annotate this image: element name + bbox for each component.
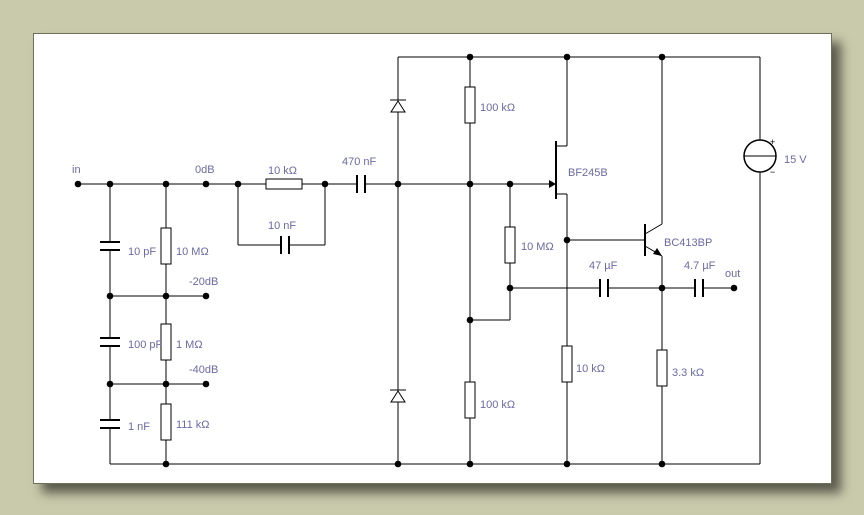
label-minus-40db: -40dB bbox=[189, 364, 218, 376]
label-minus-20db: -20dB bbox=[189, 276, 218, 288]
label-c-100pf: 100 pF bbox=[128, 339, 163, 351]
resistor-10k-source bbox=[561, 345, 573, 383]
resistor-1m bbox=[160, 323, 172, 361]
resistor-3k3 bbox=[656, 349, 668, 387]
labels: in 0dB -20dB -40dB out 10 kΩ 10 nF 470 n… bbox=[72, 102, 807, 433]
diode-top-icon bbox=[390, 99, 406, 113]
capacitor-100pf bbox=[100, 337, 120, 347]
label-0db: 0dB bbox=[195, 164, 215, 176]
label-r-10m-gate: 10 MΩ bbox=[521, 241, 554, 253]
resistor-10m-gate bbox=[504, 226, 516, 264]
resistor-input bbox=[265, 178, 303, 190]
label-r-111k: 111 kΩ bbox=[176, 419, 210, 431]
capacitor-4u7f bbox=[694, 279, 704, 297]
label-q2: BC413BP bbox=[664, 237, 712, 249]
junctions bbox=[74, 53, 738, 468]
diode-bottom-icon bbox=[390, 389, 406, 403]
label-q1: BF245B bbox=[568, 167, 608, 179]
resistor-100k-bottom bbox=[464, 381, 476, 419]
label-c-coupling: 470 nF bbox=[342, 156, 377, 168]
label-r-100k-bottom: 100 kΩ bbox=[480, 399, 515, 411]
label-supply-minus: − bbox=[770, 167, 775, 177]
capacitor-1nf bbox=[100, 419, 120, 429]
label-c-4u7f: 4.7 µF bbox=[684, 260, 716, 272]
label-r-10m-divider: 10 MΩ bbox=[176, 246, 209, 258]
label-supply-plus: + bbox=[770, 137, 775, 147]
capacitor-470nf bbox=[356, 175, 366, 193]
label-c-10pf: 10 pF bbox=[128, 246, 156, 258]
label-supply: 15 V bbox=[784, 154, 807, 166]
jfet-bf245b-icon bbox=[540, 141, 557, 199]
capacitor-10pf bbox=[100, 241, 120, 251]
diodes bbox=[390, 99, 406, 403]
voltage-source-icon bbox=[743, 139, 777, 173]
resistor-111k bbox=[160, 403, 172, 441]
label-out: out bbox=[725, 268, 740, 280]
capacitors bbox=[100, 175, 704, 429]
label-r-1m: 1 MΩ bbox=[176, 339, 203, 351]
label-in: in bbox=[72, 164, 81, 176]
capacitor-10nf bbox=[280, 236, 290, 254]
resistor-100k-top bbox=[464, 86, 476, 124]
label-r-3k3: 3.3 kΩ bbox=[672, 367, 704, 379]
label-c-47uf: 47 µF bbox=[589, 260, 618, 272]
label-r-10k-source: 10 kΩ bbox=[576, 363, 605, 375]
label-c-input: 10 nF bbox=[268, 220, 296, 232]
capacitor-47uf bbox=[599, 279, 609, 297]
wires bbox=[78, 56, 761, 465]
label-r-100k-top: 100 kΩ bbox=[480, 102, 515, 114]
label-c-1nf: 1 nF bbox=[128, 421, 150, 433]
resistors bbox=[160, 86, 668, 441]
resistor-10m-divider bbox=[160, 227, 172, 265]
label-r-input: 10 kΩ bbox=[268, 165, 297, 177]
bjt-bc413bp-icon bbox=[644, 223, 663, 257]
